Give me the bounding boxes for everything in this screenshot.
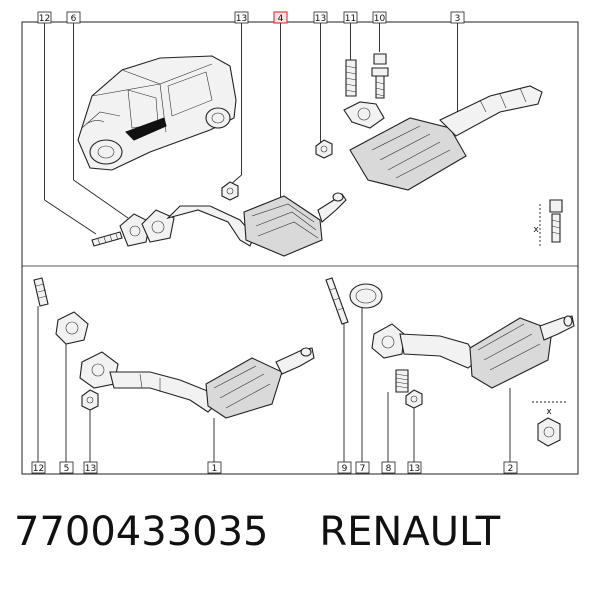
callout-box: 6 xyxy=(66,11,81,24)
callout-label-7: 7 xyxy=(360,464,366,474)
spring-bolt-part-8 xyxy=(395,369,409,393)
callout-label-1: 1 xyxy=(212,464,218,474)
callout-label-12: 12 xyxy=(33,464,44,474)
callout-label-4: 4 xyxy=(278,14,284,24)
gasket-part-7 xyxy=(349,283,383,309)
dimension-label-x: x xyxy=(546,407,552,417)
callout-box: 7 xyxy=(355,461,370,474)
catalytic-converter-part-3 xyxy=(343,85,543,191)
callout-box: 12 xyxy=(31,461,46,474)
callout-label-13: 13 xyxy=(85,464,96,474)
part-number-caption: 7700433035 RENAULT xyxy=(14,512,500,552)
callout-box: 13 xyxy=(234,11,249,24)
bolt-detail-right: x xyxy=(533,199,563,248)
callout-box: 10 xyxy=(372,11,387,24)
callout-label-13: 13 xyxy=(236,14,247,24)
callout-box-highlighted: 4 xyxy=(273,11,288,24)
exhaust-parts-diagram: 12 6 13 4 13 11 10 3 xyxy=(21,11,579,475)
callout-label-13: 13 xyxy=(315,14,326,24)
nut-part-13-bottom xyxy=(81,389,99,411)
callout-box: 13 xyxy=(83,461,98,474)
callout-box: 9 xyxy=(337,461,352,474)
catalytic-converter-part-2 xyxy=(399,315,575,389)
callout-label-6: 6 xyxy=(71,14,77,24)
callout-label-10: 10 xyxy=(374,14,386,24)
nut-part-13-top xyxy=(221,181,239,201)
flange-part-2-inlet xyxy=(371,323,405,359)
callout-label-3: 3 xyxy=(455,14,461,24)
dimension-label-x: x xyxy=(533,225,539,235)
callout-box: 2 xyxy=(503,461,518,474)
callout-label-5: 5 xyxy=(64,464,70,474)
leader-lines-bottom xyxy=(37,306,511,462)
stud-part-12-top xyxy=(91,231,123,247)
callout-label-13: 13 xyxy=(409,464,420,474)
nut-part-13-top-2 xyxy=(315,139,333,159)
callout-label-11: 11 xyxy=(345,14,356,24)
gasket-part-6-top xyxy=(119,209,175,247)
callout-box: 12 xyxy=(37,11,52,24)
callout-label-8: 8 xyxy=(386,464,392,474)
stud-part-11 xyxy=(345,59,357,97)
nut-detail-right: x xyxy=(532,401,566,447)
car-illustration xyxy=(77,55,237,171)
callout-box: 13 xyxy=(407,461,422,474)
callout-label-12: 12 xyxy=(39,14,50,24)
callout-label-2: 2 xyxy=(508,464,514,474)
catalytic-converter-part-1 xyxy=(109,347,315,419)
callout-box: 13 xyxy=(313,11,328,24)
nut-part-13-bottom-2 xyxy=(405,389,423,409)
callout-box: 8 xyxy=(381,461,396,474)
callout-box: 5 xyxy=(59,461,74,474)
callout-box: 1 xyxy=(207,461,222,474)
catalytic-converter-part-4 xyxy=(166,192,347,257)
stud-part-12-bottom xyxy=(33,277,49,307)
stud-part-9 xyxy=(325,277,349,325)
part-number: 7700433035 xyxy=(14,509,269,555)
callout-label-9: 9 xyxy=(342,464,348,474)
callout-box: 11 xyxy=(343,11,358,24)
gasket-part-5 xyxy=(55,311,89,345)
bolt-part-10 xyxy=(371,53,389,99)
callout-box: 3 xyxy=(450,11,465,24)
brand-name: RENAULT xyxy=(319,509,501,555)
